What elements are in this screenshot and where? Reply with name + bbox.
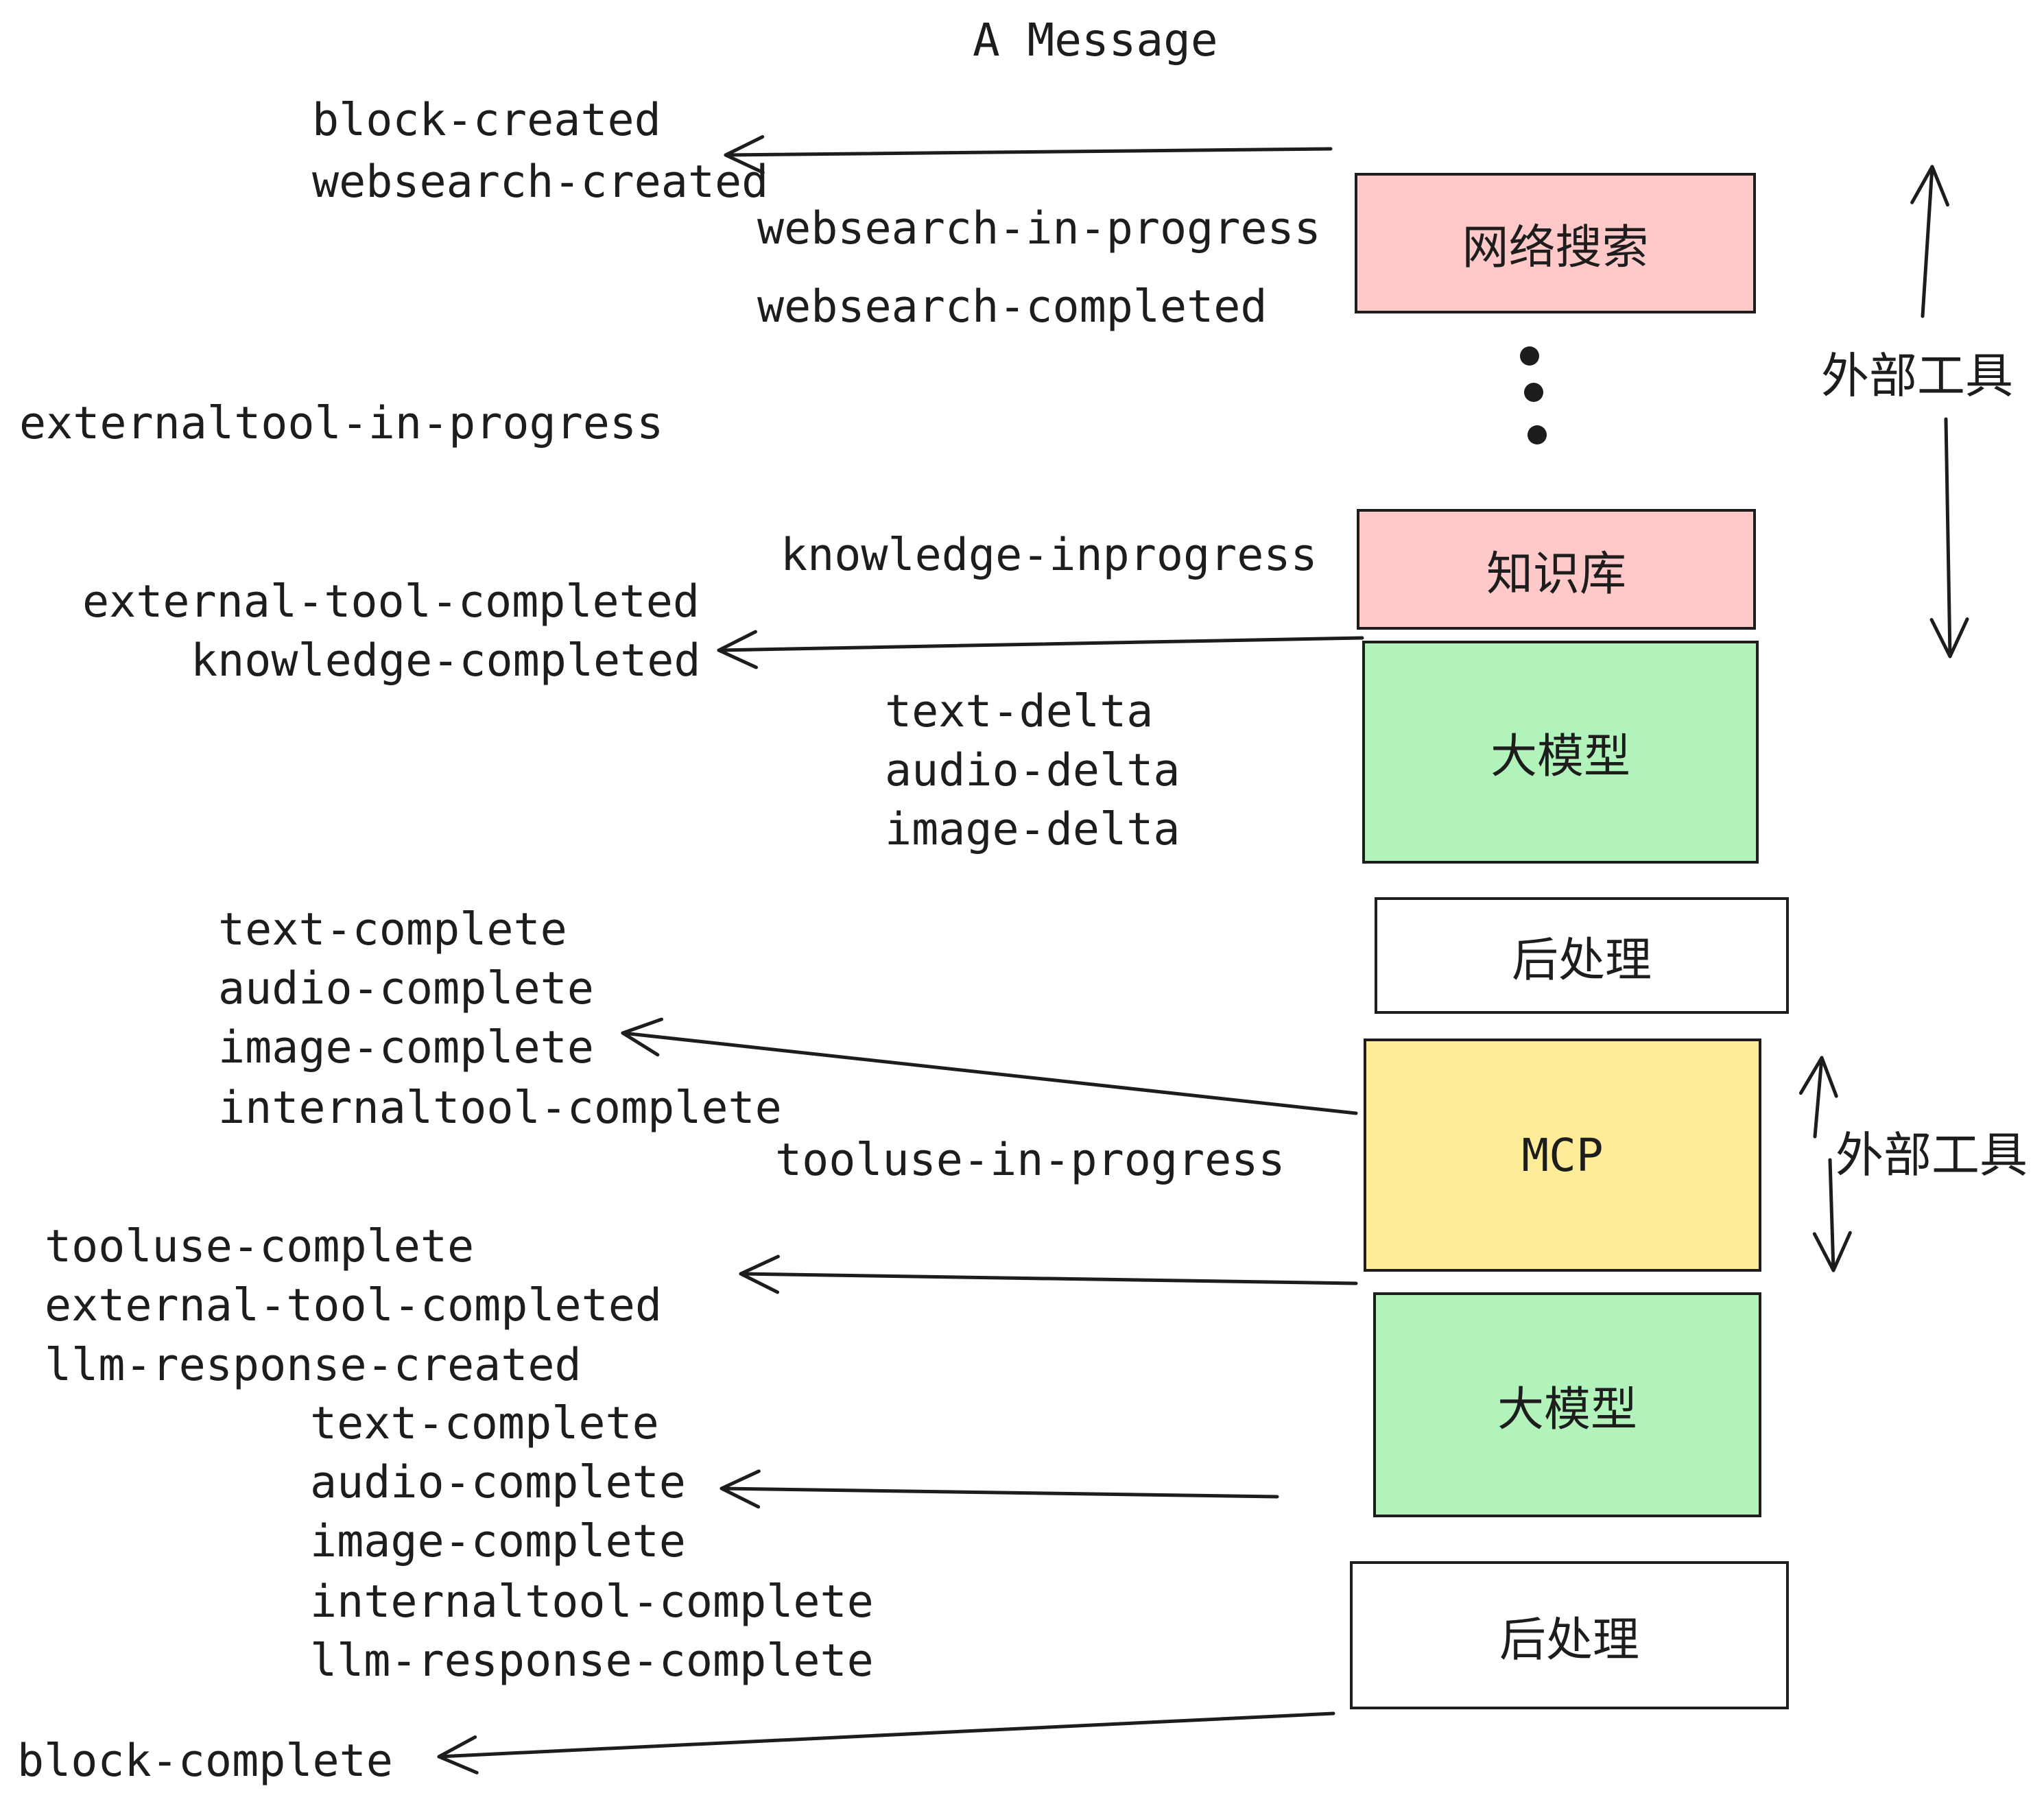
event-image-delta-1: image-delta	[885, 804, 1180, 855]
event-tooluse-in-progress: tooluse-in-progress	[775, 1135, 1285, 1186]
box-mcp-label: MCP	[1521, 1128, 1604, 1182]
event-audio-complete-1: audio-complete	[218, 963, 594, 1014]
box-knowledge: 知识库	[1357, 509, 1756, 630]
event-external-tool-completed-2: external-tool-completed	[45, 1280, 663, 1331]
arrow-to-block-complete	[437, 1711, 1335, 1775]
arrow-external-tools-down-1	[1929, 417, 1969, 658]
event-knowledge-completed: knowledge-completed	[191, 635, 701, 687]
event-internaltool-complete-1: internaltool-complete	[218, 1082, 782, 1134]
box-llm-2: 大模型	[1373, 1292, 1761, 1517]
arrow-to-audio-complete	[720, 1469, 1279, 1509]
box-llm-1-label: 大模型	[1490, 730, 1630, 784]
event-knowledge-inprogress: knowledge-inprogress	[781, 530, 1318, 581]
event-image-complete-1: image-complete	[218, 1022, 594, 1073]
event-websearch-in-progress: websearch-in-progress	[757, 203, 1321, 254]
event-block-complete: block-complete	[17, 1735, 393, 1787]
event-audio-delta-1: audio-delta	[885, 745, 1180, 796]
event-audio-complete-2: audio-complete	[310, 1457, 686, 1508]
ellipsis-dots	[1520, 346, 1547, 444]
external-tools-label-bottom: 外部工具	[1835, 1127, 2028, 1183]
box-llm-2-label: 大模型	[1497, 1382, 1637, 1437]
event-websearch-created: websearch-created	[312, 156, 769, 208]
box-websearch: 网络搜索	[1355, 173, 1756, 313]
event-tooluse-complete: tooluse-complete	[45, 1221, 475, 1272]
box-postprocess-1: 后处理	[1375, 897, 1789, 1014]
box-mcp: MCP	[1364, 1039, 1761, 1272]
arrow-external-tools-down-2	[1812, 1158, 1852, 1272]
external-tools-label-top: 外部工具	[1821, 348, 2013, 404]
event-text-complete-2: text-complete	[310, 1398, 659, 1449]
box-postprocess-2-label: 后处理	[1499, 1613, 1639, 1667]
event-block-created: block-created	[312, 95, 661, 146]
event-llm-response-created: llm-response-created	[45, 1340, 582, 1391]
event-websearch-completed: websearch-completed	[757, 281, 1268, 333]
arrow-external-tools-up-1	[1910, 165, 1949, 318]
box-postprocess-2: 后处理	[1350, 1561, 1789, 1709]
box-knowledge-label: 知识库	[1486, 547, 1626, 602]
box-llm-1: 大模型	[1362, 641, 1759, 864]
box-postprocess-1-label: 后处理	[1511, 933, 1652, 988]
event-image-complete-2: image-complete	[310, 1516, 686, 1567]
arrow-external-tools-up-2	[1798, 1056, 1838, 1139]
event-internaltool-complete-2: internaltool-complete	[310, 1576, 874, 1628]
arrow-to-block-created	[724, 134, 1333, 174]
event-text-delta-1: text-delta	[885, 686, 1154, 737]
diagram-title: A Message	[973, 14, 1218, 67]
event-text-complete-1: text-complete	[218, 904, 567, 956]
event-external-tool-completed-1: external-tool-completed	[82, 576, 700, 628]
arrow-to-tooluse-complete	[739, 1255, 1358, 1294]
box-websearch-label: 网络搜索	[1462, 221, 1649, 275]
arrow-to-knowledge-completed	[717, 630, 1364, 669]
event-llm-response-complete: llm-response-complete	[310, 1635, 874, 1687]
event-externaltool-in-progress: externaltool-in-progress	[19, 398, 664, 449]
